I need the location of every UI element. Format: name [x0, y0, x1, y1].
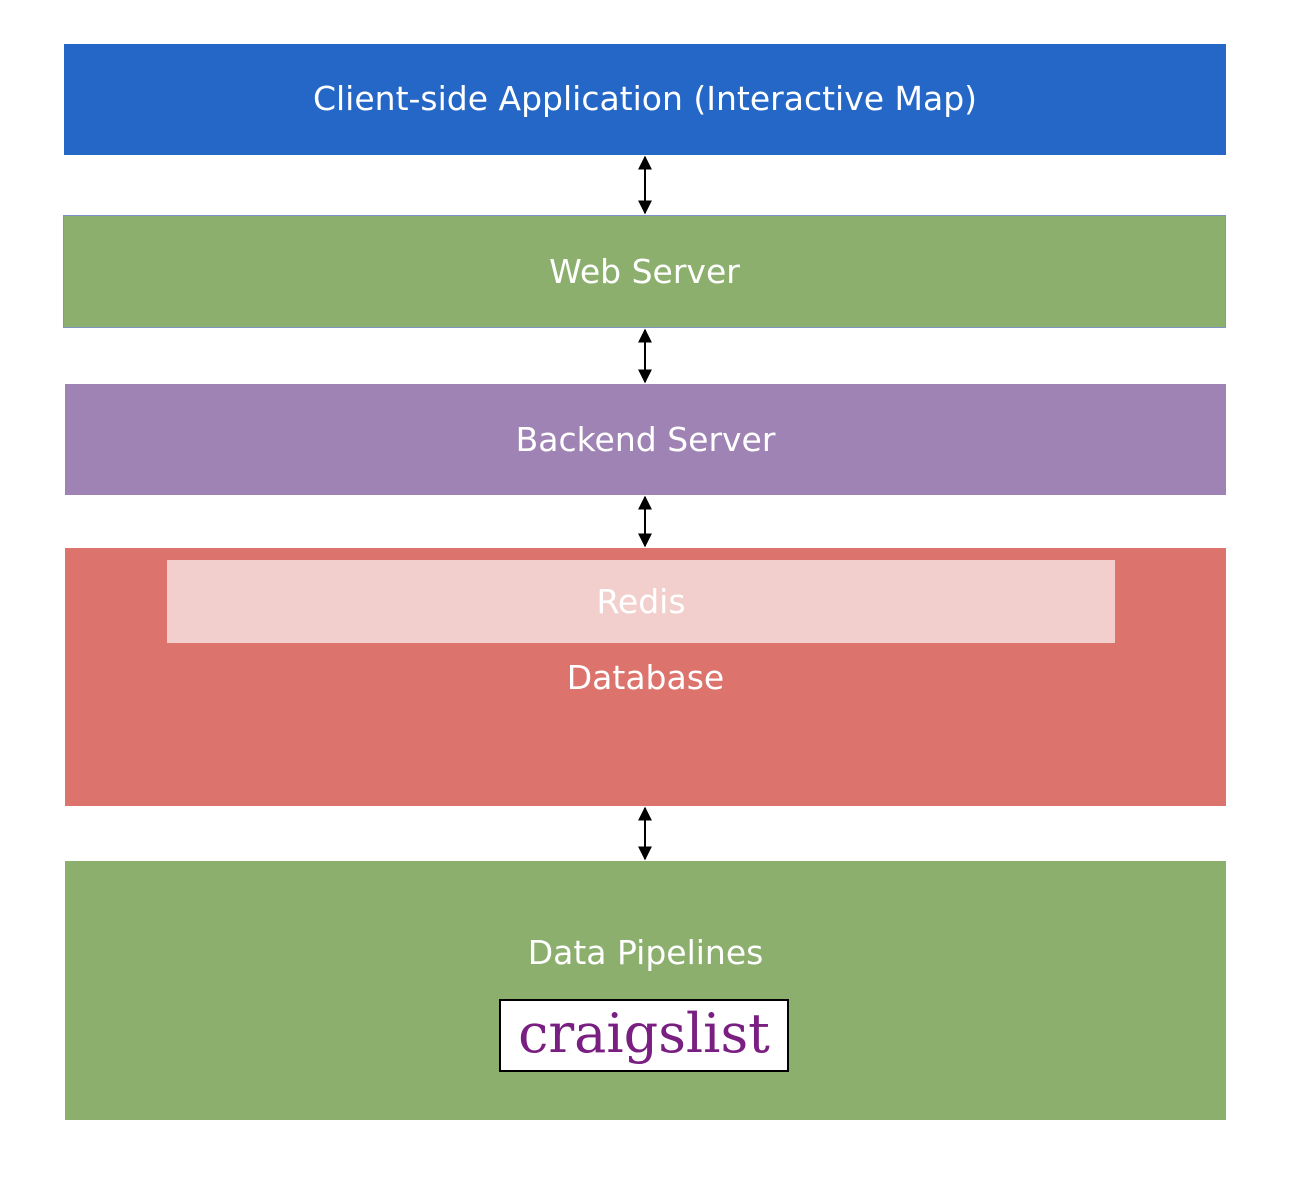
craigslist-logo: craigslist: [499, 999, 789, 1072]
web-server-layer: Web Server: [63, 215, 1226, 328]
data-pipelines-label: Data Pipelines: [527, 933, 764, 972]
client-application-label: Client-side Application (Interactive Map…: [312, 79, 978, 118]
craigslist-logo-text: craigslist: [518, 1002, 770, 1065]
web-server-label: Web Server: [549, 252, 740, 291]
redis-box: Redis: [167, 560, 1115, 643]
database-label: Database: [566, 658, 725, 697]
redis-label: Redis: [596, 582, 686, 621]
data-pipelines-layer: Data Pipelines craigslist: [65, 861, 1226, 1120]
client-application-layer: Client-side Application (Interactive Map…: [64, 44, 1226, 155]
database-layer: Redis Database: [65, 548, 1226, 806]
backend-server-label: Backend Server: [515, 420, 776, 459]
backend-server-layer: Backend Server: [65, 384, 1226, 495]
